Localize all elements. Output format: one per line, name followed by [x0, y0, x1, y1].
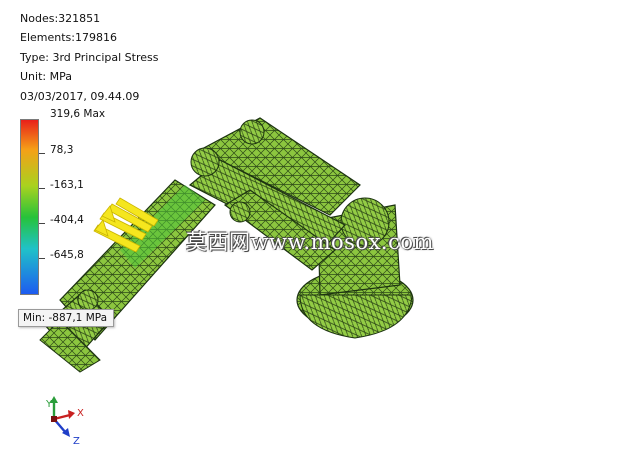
watermark-text: 莫西网www.mosox.com	[186, 230, 434, 254]
legend-level-4: -645,8	[50, 249, 84, 261]
legend-level-3: -404,4	[50, 214, 84, 226]
stress-color-legend[interactable]	[20, 119, 39, 295]
arm-base	[296, 197, 414, 339]
result-info: Nodes:321851 Elements:179816 Type: 3rd P…	[20, 9, 158, 106]
load-force-arrows	[93, 197, 159, 253]
result-type: Type: 3rd Principal Stress	[20, 50, 159, 64]
legend-level-1: 78,3	[50, 144, 74, 156]
y-axis-arrow-icon	[50, 396, 58, 403]
legend-level-2: -163,1	[50, 179, 84, 191]
y-axis-label: Y	[45, 399, 53, 410]
result-datetime: 03/03/2017, 09.44.09	[20, 89, 140, 103]
elements-count: Elements:179816	[20, 31, 117, 45]
nodes-count: Nodes:321851	[20, 12, 101, 25]
legend-tick	[39, 258, 45, 259]
z-axis-arrow-icon	[62, 428, 70, 437]
x-axis-label: X	[77, 408, 84, 419]
legend-max-label: 319,6 Max	[50, 108, 106, 120]
legend-tick	[39, 223, 45, 224]
result-unit: Unit: MPa	[20, 70, 72, 84]
z-axis-label: Z	[73, 436, 80, 447]
min-value-callout: Min: -887,1 MPa	[18, 309, 115, 327]
legend-tick	[39, 153, 45, 154]
origin-cube-icon	[51, 416, 57, 422]
view-axis-triad[interactable]: Y X Z	[40, 395, 90, 447]
legend-tick	[39, 188, 45, 189]
arm-upper-links	[188, 117, 361, 271]
x-axis-arrow-icon	[68, 410, 75, 419]
